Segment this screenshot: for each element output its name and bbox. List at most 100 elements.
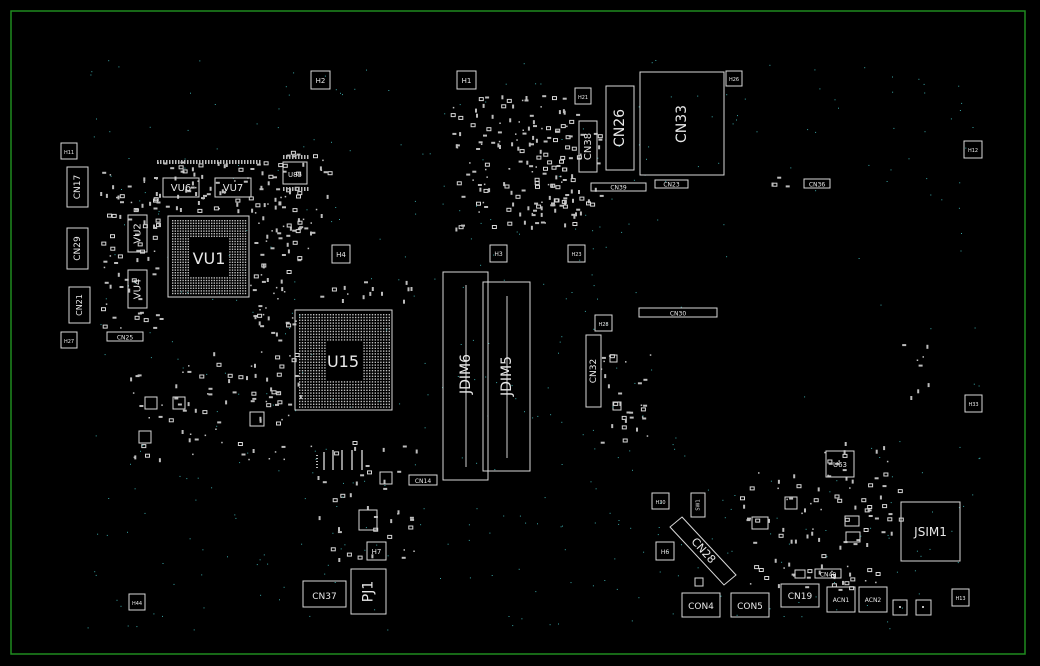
- connector-label: CN39: [610, 185, 626, 192]
- connector-cn38[interactable]: CN38: [578, 120, 598, 173]
- connector-label: CN32: [589, 359, 599, 383]
- hole-label: H44: [132, 601, 142, 607]
- connector-label: CN36: [809, 182, 825, 189]
- mounting-hole-h6[interactable]: H6: [655, 541, 675, 561]
- connector-cn40[interactable]: CN40: [814, 568, 842, 579]
- mounting-hole-h7[interactable]: H7: [366, 541, 387, 561]
- connector-cn19[interactable]: CN19: [780, 583, 820, 608]
- chip-label: U15: [327, 352, 359, 371]
- connector-label: CN26: [612, 109, 628, 147]
- hole-label: H11: [64, 150, 74, 156]
- dimm-slot-jdim5[interactable]: JDIM5: [482, 281, 531, 472]
- connector-label: CN14: [415, 478, 431, 485]
- mounting-hole-h4[interactable]: H4: [331, 244, 351, 264]
- chip-label: VU1: [193, 249, 226, 268]
- connector-cn36[interactable]: CN36: [803, 178, 831, 189]
- connector-cn39[interactable]: CN39: [590, 182, 647, 192]
- chip-u85[interactable]: U85: [282, 161, 308, 185]
- chip-u63[interactable]: U63: [825, 450, 855, 478]
- hole-label: H26: [729, 77, 739, 83]
- mounting-hole-h33[interactable]: H33: [964, 394, 983, 413]
- connector-label: CN23: [663, 182, 679, 189]
- connector-label: ACN1: [833, 597, 850, 604]
- mounting-hole-h28[interactable]: H28: [594, 314, 613, 332]
- mounting-hole-h3[interactable]: H3: [489, 244, 508, 263]
- connector-label: CN33: [674, 105, 690, 143]
- connector-cn23[interactable]: CN23: [654, 179, 689, 189]
- hole-label: H28: [598, 322, 608, 328]
- connector-label: CN37: [312, 592, 336, 602]
- connector-acn2[interactable]: ACN2: [858, 586, 888, 613]
- connector-con4[interactable]: CON4: [681, 592, 721, 618]
- connector-cn33[interactable]: CN33: [639, 71, 725, 176]
- connector-cn37[interactable]: CN37: [302, 580, 347, 608]
- mounting-hole-h1[interactable]: H1: [456, 70, 477, 90]
- connector-cn32[interactable]: CN32: [585, 334, 602, 408]
- chip-label: VU2: [133, 223, 144, 244]
- connector-label: CON4: [688, 602, 714, 612]
- connector-cn21[interactable]: CN21: [68, 286, 91, 324]
- chip-vu7[interactable]: VU7: [214, 177, 252, 198]
- hole-label: H6: [661, 549, 670, 556]
- vias: [87, 60, 981, 631]
- chip-vu1-bga[interactable]: VU1: [167, 215, 250, 298]
- connector-label: CN40: [820, 572, 836, 579]
- mounting-hole-h23[interactable]: H23: [567, 244, 586, 263]
- bga-ball-grid: [172, 220, 247, 295]
- hole-label: H12: [968, 148, 978, 154]
- chip-vu4[interactable]: VU4: [127, 269, 148, 309]
- connector-label: CN38: [583, 133, 594, 160]
- board-outline: [10, 10, 1026, 655]
- smd-components: [100, 95, 930, 591]
- connector-acn1[interactable]: ACN1: [826, 586, 856, 613]
- connector-label: CN29: [73, 236, 83, 261]
- connector-label: CN19: [788, 592, 813, 602]
- connector-con5[interactable]: CON5: [730, 592, 770, 618]
- mounting-hole-h27[interactable]: H27: [60, 331, 78, 349]
- connector-cn14[interactable]: CN14: [408, 474, 438, 486]
- connector-label: ACN2: [865, 597, 882, 604]
- chip-label: U85: [288, 171, 302, 179]
- dimm-slot-jdim6[interactable]: JDIM6: [442, 271, 489, 481]
- connector-cn26[interactable]: CN26: [605, 85, 635, 171]
- connector-cn29[interactable]: CN29: [66, 227, 89, 270]
- sim-slot-jsim1[interactable]: JSIM1: [900, 501, 961, 562]
- hole-label: H3: [494, 251, 503, 258]
- hole-label: H1: [462, 77, 472, 85]
- mounting-hole-h13[interactable]: H13: [951, 588, 970, 607]
- connector-label: CON5: [737, 602, 763, 612]
- mounting-hole-h11[interactable]: H11: [60, 142, 78, 160]
- hole-label: H27: [64, 339, 74, 345]
- connector-cn28[interactable]: CN28: [669, 516, 737, 586]
- connector-cn17[interactable]: CN17: [66, 166, 89, 208]
- power-jack-pj1[interactable]: PJ1: [350, 509, 387, 615]
- mounting-hole-h2[interactable]: H2: [310, 70, 331, 90]
- switch-label: SW1: [696, 499, 702, 510]
- dimm-label: JDIM6: [458, 354, 474, 395]
- chip-label: VU7: [223, 183, 244, 194]
- hole-label: H33: [968, 402, 978, 408]
- mounting-hole-h12[interactable]: H12: [963, 140, 983, 159]
- connector-label: CN21: [75, 294, 84, 316]
- chip-vu2[interactable]: VU2: [127, 214, 148, 253]
- chip-label: U63: [833, 461, 847, 469]
- connector-label: CN17: [73, 175, 83, 199]
- chip-label: VU6: [171, 183, 192, 194]
- chip-vu6[interactable]: VU6: [162, 177, 200, 198]
- switch-sw1[interactable]: SW1: [690, 492, 706, 518]
- mounting-hole-h30[interactable]: H30: [651, 492, 670, 510]
- hole-label: H30: [655, 500, 665, 506]
- connector-label: JSIM1: [913, 525, 947, 539]
- chip-u15-cpu[interactable]: U15: [294, 309, 393, 411]
- connector-cn30[interactable]: CN30: [638, 307, 718, 318]
- mounting-hole-h26[interactable]: H26: [725, 70, 743, 87]
- bga-ball-grid: [299, 314, 390, 408]
- hole-label: H2: [316, 77, 326, 85]
- mounting-hole-h44[interactable]: H44: [128, 593, 146, 611]
- connector-cn25[interactable]: CN25: [106, 331, 144, 342]
- mounting-hole-h21[interactable]: H21: [574, 87, 592, 105]
- hole-label: H23: [571, 252, 581, 258]
- connector-label: CN30: [670, 311, 686, 318]
- test-pad-pair[interactable]: [892, 599, 932, 616]
